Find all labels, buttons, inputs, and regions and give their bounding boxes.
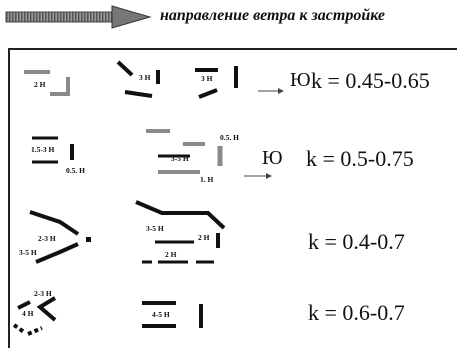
building-bar [12,323,26,334]
height-label: 3 Н [139,73,151,82]
height-label: 2 Н [165,250,177,259]
height-label: 2 Н [198,233,210,242]
wind-letter: Ю [290,69,311,91]
height-label: 4 Н [22,309,34,318]
height-label: 0.5. Н [66,166,85,175]
building-block [86,237,91,242]
building-bar [198,88,218,99]
legend: направление ветра к застройке [0,0,457,40]
building-bar [17,300,31,310]
height-label: 2-3 Н [38,234,56,243]
legend-label: направление ветра к застройке [160,7,385,24]
height-label: 3-5 Н [19,248,37,257]
height-label: 0.5. Н [220,133,239,142]
height-label: 3-5 Н [146,224,164,233]
height-label: 4-5 Н [152,310,170,319]
coefficient-label: k = 0.45-0.65 [311,68,430,93]
wind-arrow-icon [5,5,152,29]
building-bar [35,242,79,264]
building-bar [135,200,226,230]
wind-letter: Ю [262,147,283,169]
wind-direction-arrow-icon [266,173,272,179]
height-label: 1.5-3 Н [31,145,55,154]
height-label: 2-3 Н [34,289,52,298]
building-bar [36,296,57,322]
coefficient-label: k = 0.4-0.7 [308,229,405,254]
coefficient-label: k = 0.6-0.7 [308,300,405,325]
wind-direction-arrow-icon [278,88,284,94]
height-label: 1. Н [200,175,214,184]
building-bar [124,90,153,98]
height-label: 3-5 Н [171,154,189,163]
building-bar [29,210,80,236]
height-label: 3 Н [201,74,213,83]
coefficient-label: k = 0.5-0.75 [306,146,414,171]
building-bar [116,60,134,77]
height-label: 2 Н [34,80,46,89]
building-bar [27,326,43,336]
diagram-frame [8,48,457,348]
